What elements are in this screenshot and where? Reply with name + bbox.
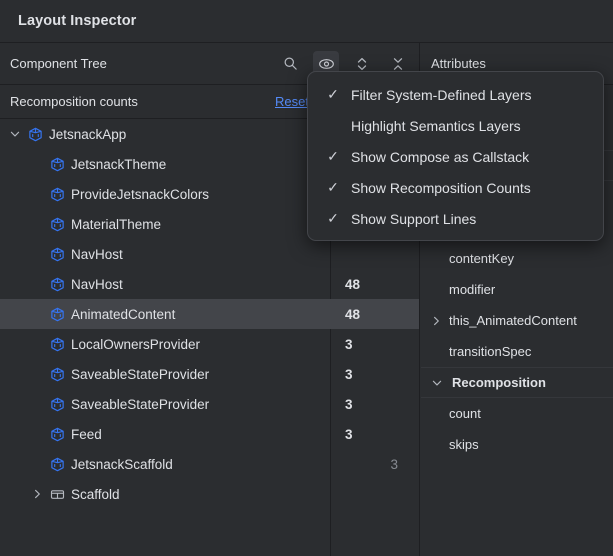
reset-link[interactable]: Reset [275,94,309,109]
attribute-name: this_AnimatedContent [449,313,577,328]
attribute-row[interactable]: count [421,398,613,429]
compose-icon [49,449,66,479]
tree-row[interactable]: JetsnackScaffold 3 [0,449,419,479]
tree-row[interactable]: NavHost [0,239,419,269]
compose-icon [49,329,66,359]
check-icon: ✓ [327,86,339,102]
menu-item[interactable]: ✓ Filter System-Defined Layers [308,79,603,110]
recomposition-count: 3 [345,396,353,412]
chevron-right-icon[interactable] [30,479,44,509]
tree-row[interactable]: Scaffold [0,479,419,509]
attribute-row[interactable]: this_AnimatedContent [421,305,613,336]
collapse-icon[interactable] [385,51,411,77]
recomposition-count: 48 [345,306,361,322]
tree-node-label: NavHost [71,246,123,262]
attribute-row[interactable]: modifier [421,274,613,305]
tree-node-label: AnimatedContent [71,306,176,322]
compose-icon [49,389,66,419]
attribute-name: transitionSpec [449,344,532,359]
check-icon: ✓ [327,210,339,226]
menu-item[interactable]: ✓ Show Support Lines [308,203,603,234]
attribute-section-label: Recomposition [452,375,546,390]
tree-node-label: JetsnackScaffold [71,456,173,472]
window-titlebar: Layout Inspector [0,0,613,43]
tree-row[interactable]: SaveableStateProvider 3 [0,389,419,419]
tree-row[interactable]: MaterialTheme [0,209,419,239]
recomposition-counts-label: Recomposition counts [10,94,138,109]
chevron-right-icon[interactable] [429,305,443,336]
compose-icon [27,119,44,149]
attributes-label: Attributes [431,56,486,71]
tree-node-label: LocalOwnersProvider [71,336,201,352]
tree-node-label: JetsnackTheme [71,156,167,172]
attribute-row[interactable]: contentKey [421,243,613,274]
menu-item-label: Show Compose as Callstack [351,148,530,165]
tree-column-divider [330,119,331,556]
tree-node-label: SaveableStateProvider [71,396,210,412]
attributes-header: Attributes [421,43,613,84]
attribute-row[interactable]: transitionSpec [421,336,613,367]
check-icon: ✓ [327,179,339,195]
tree-row[interactable]: NavHost 48 [0,269,419,299]
tree-row[interactable]: ProvideJetsnackColors [0,179,419,209]
recomposition-count: 3 [345,366,353,382]
tree-node-label: SaveableStateProvider [71,366,210,382]
menu-item[interactable]: ✓ Show Recomposition Counts [308,172,603,203]
tree-node-label: Scaffold [71,486,120,502]
chevron-down-icon[interactable] [430,367,444,398]
menu-item[interactable]: ✓ Show Compose as Callstack [308,141,603,172]
recomposition-count: 3 [390,456,398,472]
tree-node-label: JetsnackApp [49,126,127,142]
recomposition-count: 3 [345,336,353,352]
attribute-name: contentKey [449,251,515,266]
attribute-name: modifier [449,282,496,297]
attribute-name: skips [449,437,479,452]
tree-node-label: Feed [71,426,102,442]
recomposition-count: 3 [345,426,353,442]
attribute-row[interactable]: skips [421,429,613,460]
compose-icon [49,269,66,299]
menu-item-label: Highlight Semantics Layers [351,117,521,134]
tree-row[interactable]: Feed 3 [0,419,419,449]
compose-icon [49,209,66,239]
tree-row[interactable]: JetsnackApp [0,119,419,149]
component-tree-label: Component Tree [10,56,107,71]
menu-item[interactable]: Highlight Semantics Layers [308,110,603,141]
search-icon[interactable] [277,51,303,77]
attribute-section-header[interactable]: Recomposition [421,367,613,398]
tree-row[interactable]: AnimatedContent 48 [0,299,419,329]
compose-icon [49,359,66,389]
expand-icon[interactable] [349,51,375,77]
chevron-down-icon[interactable] [8,119,22,149]
compose-icon [49,419,66,449]
tree-node-label: ProvideJetsnackColors [71,186,210,202]
page-title: Layout Inspector [18,13,137,29]
menu-item-label: Show Support Lines [351,210,477,227]
menu-item-label: Show Recomposition Counts [351,179,531,196]
tree-node-label: MaterialTheme [71,216,162,232]
attribute-name: count [449,406,481,421]
compose-icon [49,239,66,269]
compose-icon [49,179,66,209]
tree-row[interactable]: JetsnackTheme [0,149,419,179]
compose-icon [49,299,66,329]
check-icon: ✓ [327,148,339,164]
tree-node-label: NavHost [71,276,123,292]
tree-row[interactable]: SaveableStateProvider 3 [0,359,419,389]
recomposition-count: 48 [345,276,361,292]
compose-icon [49,149,66,179]
view-icon [49,479,66,509]
tree-row[interactable]: LocalOwnersProvider 3 [0,329,419,359]
menu-item-label: Filter System-Defined Layers [351,86,532,103]
